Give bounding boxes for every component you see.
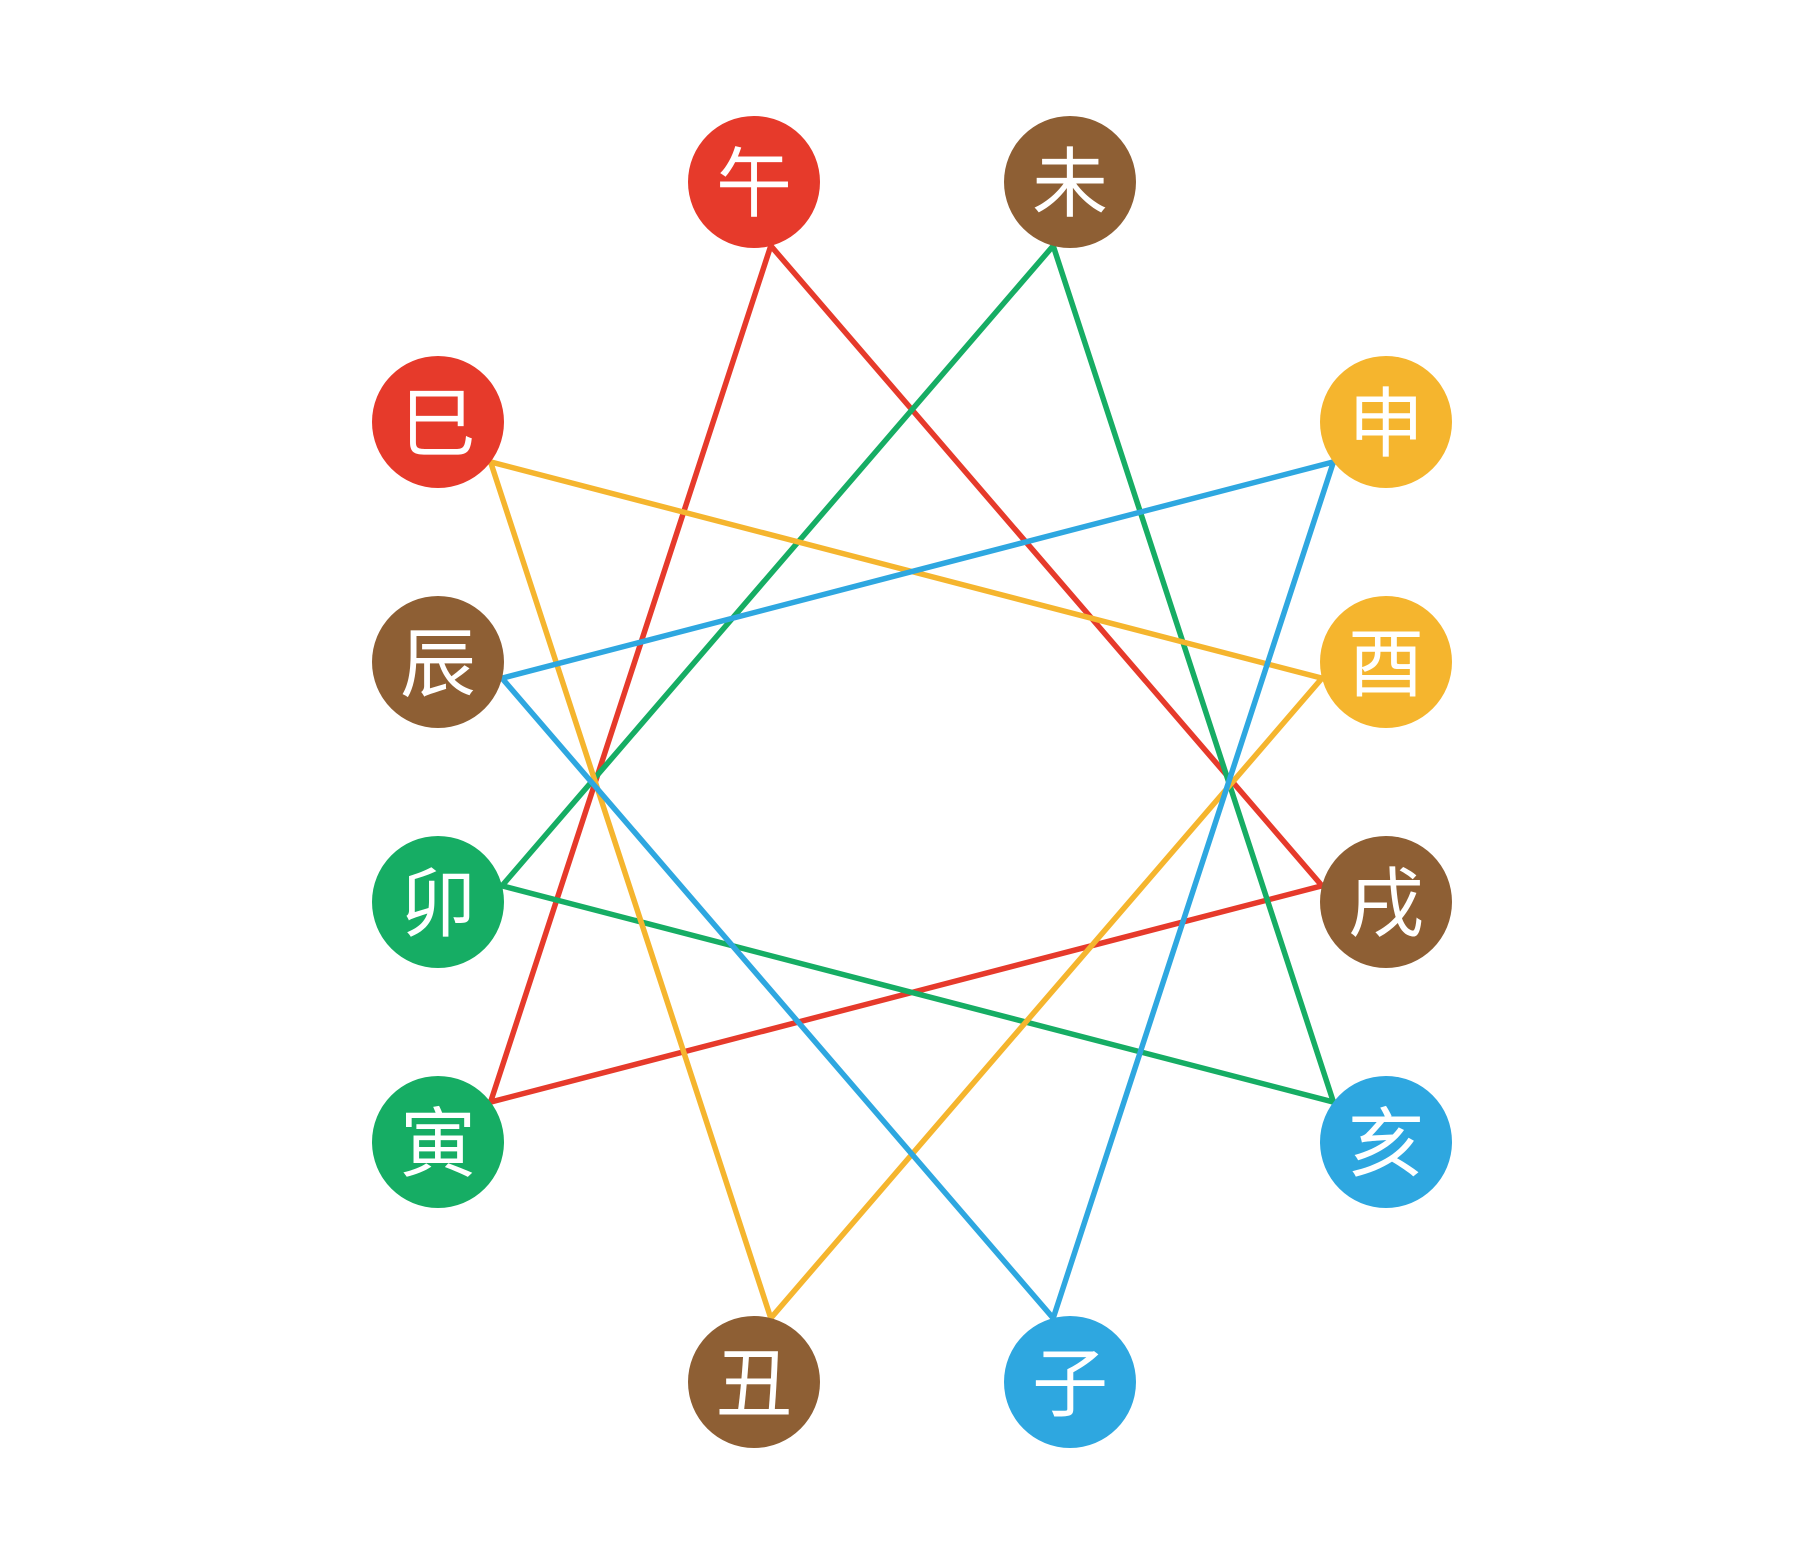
branch-circle-yin xyxy=(372,1076,504,1208)
branch-label-hai: 亥 xyxy=(1348,1100,1424,1189)
branch-label-mao: 卯 xyxy=(400,860,476,949)
branch-node-chou: 丑 xyxy=(688,1316,820,1448)
connection-xu-yin xyxy=(487,883,1325,1105)
branch-label-si: 巳 xyxy=(400,380,476,469)
branch-circle-chou xyxy=(688,1316,820,1448)
branch-circle-wei xyxy=(1004,116,1136,248)
branch-label-wei: 未 xyxy=(1032,140,1108,229)
branch-node-wei: 未 xyxy=(1004,116,1136,248)
connection-chou-si xyxy=(487,459,774,1321)
connection-shen-zi xyxy=(1050,459,1337,1321)
branch-label-wu: 午 xyxy=(716,140,792,229)
connection-zi-chen xyxy=(499,675,1056,1321)
branch-label-yin: 寅 xyxy=(400,1100,476,1189)
branch-node-yin: 寅 xyxy=(372,1076,504,1208)
connection-yin-wu xyxy=(487,243,774,1105)
branch-label-xu: 戌 xyxy=(1348,860,1424,949)
branch-circle-zi xyxy=(1004,1316,1136,1448)
connection-you-chou xyxy=(768,675,1325,1321)
branch-circle-hai xyxy=(1320,1076,1452,1208)
branch-circle-chen xyxy=(372,596,504,728)
branch-circle-you xyxy=(1320,596,1452,728)
branch-node-shen: 申 xyxy=(1320,356,1452,488)
connection-hai-mao xyxy=(499,883,1337,1105)
branch-label-you: 酉 xyxy=(1348,620,1424,709)
branch-label-shen: 申 xyxy=(1348,380,1424,469)
connection-chen-shen xyxy=(499,459,1337,681)
connection-lines xyxy=(487,243,1337,1321)
branch-node-you: 酉 xyxy=(1320,596,1452,728)
branch-label-zi: 子 xyxy=(1032,1340,1108,1429)
branch-node-hai: 亥 xyxy=(1320,1076,1452,1208)
branch-node-wu: 午 xyxy=(688,116,820,248)
branch-node-zi: 子 xyxy=(1004,1316,1136,1448)
branch-node-xu: 戌 xyxy=(1320,836,1452,968)
branch-circle-mao xyxy=(372,836,504,968)
branch-circle-shen xyxy=(1320,356,1452,488)
branch-circle-xu xyxy=(1320,836,1452,968)
branch-label-chou: 丑 xyxy=(716,1340,792,1429)
connection-wu-xu xyxy=(768,243,1325,889)
connection-mao-wei xyxy=(499,243,1056,889)
connection-wei-hai xyxy=(1050,243,1337,1105)
branch-node-mao: 卯 xyxy=(372,836,504,968)
branch-circle-si xyxy=(372,356,504,488)
branch-node-chen: 辰 xyxy=(372,596,504,728)
branch-circle-wu xyxy=(688,116,820,248)
branch-nodes: 午 未巳 申辰 酉卯 戌寅 亥丑 子 xyxy=(372,116,1452,1448)
branch-label-chen: 辰 xyxy=(400,620,476,709)
branch-node-si: 巳 xyxy=(372,356,504,488)
connection-si-you xyxy=(487,459,1325,681)
